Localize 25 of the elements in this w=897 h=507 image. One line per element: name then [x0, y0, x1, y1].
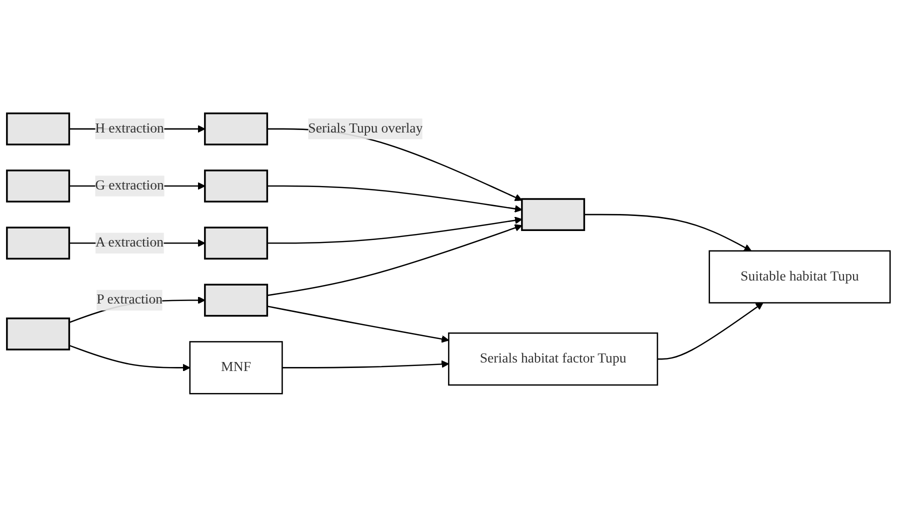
- node-grid: [6, 112, 70, 146]
- node-box: Serials habitat factor Tupu: [448, 332, 658, 386]
- edge-label: P extraction: [96, 292, 163, 308]
- arrow: [68, 344, 190, 372]
- node-grid: [521, 198, 586, 232]
- node-grid: [204, 226, 268, 260]
- node-grid: [204, 284, 268, 317]
- node-box: MNF: [189, 341, 283, 394]
- node-grid: [6, 226, 70, 260]
- node-grid: [204, 170, 268, 202]
- edge-label: Serials Tupu overlay: [308, 121, 423, 136]
- edge-label: G extraction: [95, 178, 164, 193]
- node-grid: [6, 318, 70, 350]
- arrow: [267, 224, 522, 296]
- arrow: [267, 216, 522, 244]
- arrow: [282, 360, 450, 368]
- node-box: Suitable habitat Tupu: [708, 250, 891, 304]
- node-grid: [6, 170, 70, 202]
- arrow: [584, 214, 752, 252]
- node-grid: [204, 112, 268, 146]
- arrow: [657, 302, 764, 360]
- arrow: [267, 306, 450, 343]
- edge-label: A extraction: [96, 235, 164, 250]
- edge-label: H extraction: [95, 121, 164, 136]
- arrow: [267, 185, 522, 213]
